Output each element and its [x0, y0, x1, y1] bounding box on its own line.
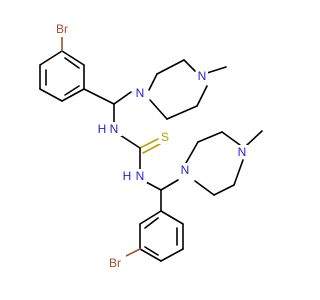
n-pip2b-label: N	[238, 145, 247, 159]
br-bottom-label: Br	[109, 256, 121, 270]
bond-nh-ch-bottom	[145, 181, 162, 191]
bond-c-s-2	[142, 143, 161, 154]
bond-c-br-bottom	[123, 248, 141, 258]
s-label: S	[161, 130, 169, 144]
atom-br-bottom: Br	[104, 255, 126, 271]
atom-n-piperazine-2b: N	[236, 145, 248, 159]
atom-n-piperazine-2a: N	[179, 163, 191, 177]
atom-br-top: Br	[51, 21, 73, 37]
n-pip1a-label: N	[136, 86, 145, 100]
bottom-piperazine-ring	[160, 130, 263, 196]
n-top-label: N	[110, 122, 119, 136]
n-pip1b-label: N	[198, 69, 207, 83]
bond-ring-ch-top	[83, 88, 115, 105]
atom-nh-bottom: H N	[121, 169, 147, 183]
atom-s: S	[159, 130, 171, 144]
br-top-label: Br	[56, 22, 68, 36]
atom-nh-top: H N	[96, 122, 122, 136]
atom-n-piperazine-1b: N	[196, 69, 208, 83]
bond-nh-c-top	[119, 134, 141, 149]
top-piperazine-ring	[113, 59, 227, 120]
atom-n-piperazine-1a: N	[134, 86, 146, 100]
h-bottom-label: H	[123, 169, 132, 183]
n-bottom-label: N	[136, 169, 145, 183]
n-pip2a-label: N	[181, 163, 190, 177]
top-benzene-ring	[39, 50, 85, 102]
molecule-structure: Br N N H N S H N N N Br	[39, 21, 263, 271]
h-top-label: H	[98, 122, 107, 136]
bottom-benzene-ring	[139, 210, 184, 262]
bond-c-s-1	[139, 138, 159, 149]
